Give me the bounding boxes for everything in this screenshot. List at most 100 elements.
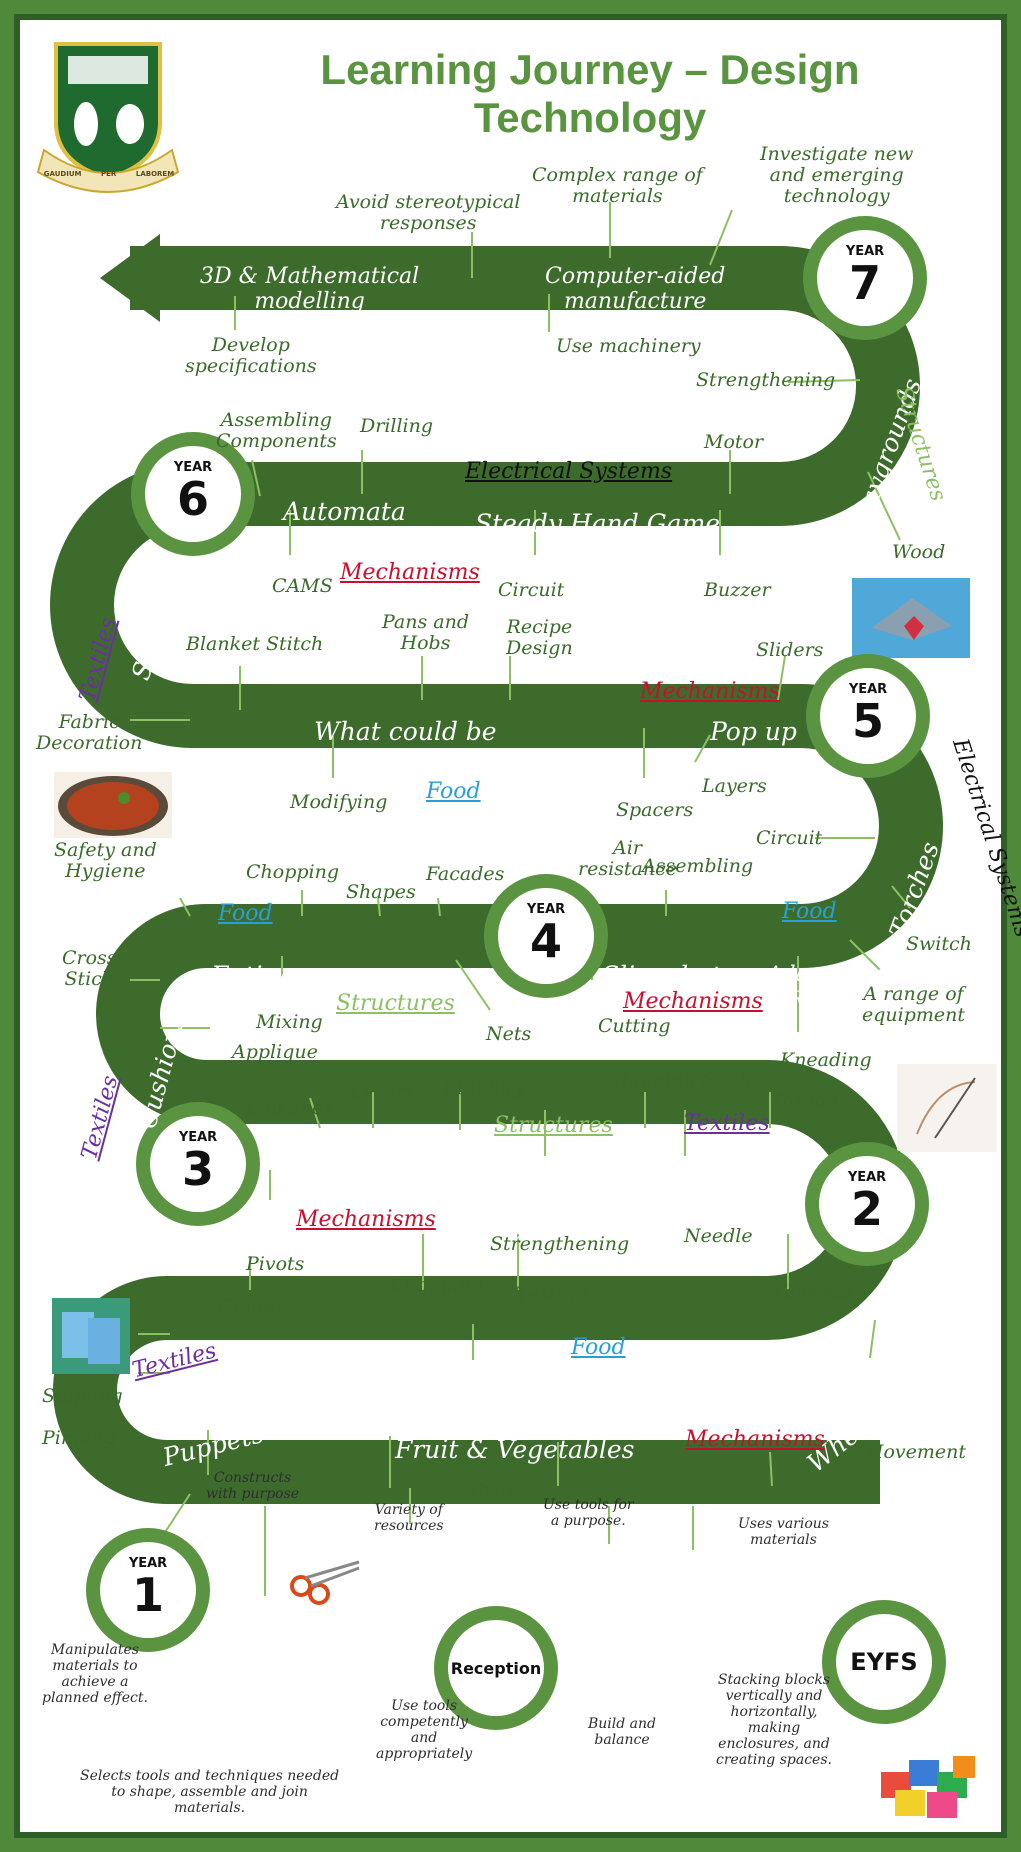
label-investigate-tech: Investigate new and emerging technology [760,143,914,207]
label-sliders: Sliders [756,639,824,661]
label-pinning: Pinning [42,1427,116,1449]
year-number: 7 [848,256,881,310]
label-recipe-design: Recipe Design [506,616,573,659]
category-mechanisms: Mechanisms [296,1207,436,1232]
label-vehicles: Vehicles [772,1281,852,1303]
category-food: Food [426,779,481,804]
leader-lines [130,202,911,1596]
label-strengthening: Strengthening [696,369,836,391]
road-path [50,246,943,1504]
label-various-materials: Uses various materials [738,1516,829,1548]
motto-word: LABOREM [135,170,175,178]
label-assembling-components: Assembling Components [216,409,337,452]
label-chopping: Chopping [246,861,340,883]
label-running-stich: Running Stich [614,1069,752,1091]
label-complex-materials: Complex range of materials [532,164,703,207]
year-label: YEAR [526,902,566,917]
year-number: 5 [851,694,884,748]
topic-adapting-recipe: Adapting a Recipe [767,962,883,1011]
year-number: 2 [850,1182,883,1236]
label-circuit: Circuit [756,827,823,849]
label-pivots: Pivots [246,1253,305,1275]
label-chopping: Chopping [390,1274,484,1296]
label-layers: Layers [702,775,767,797]
blocks-picture [881,1756,975,1818]
topic-eating-seasonally: Eating Seasonally [185,961,321,1017]
label-circuit: Circuit [498,579,565,601]
crest-motto: GAUDIUM PER LABOREM [34,170,184,178]
label-kneading: Kneading [780,1049,872,1071]
label-movement: Movement [864,1441,967,1463]
label-constructs-purpose: Constructs with purpose [206,1470,300,1502]
label-use-tools: Use tools competently and appropriately [376,1698,473,1762]
label-tools-purpose: Use tools for a purpose. [543,1497,634,1529]
year-number: 1 [131,1568,164,1622]
label-mixing: Mixing [256,1011,323,1033]
label-stapling: Stapling [42,1385,123,1407]
label-develop-specs: Develop specifications [185,334,317,377]
label-variety-resources: Variety of resources [374,1502,444,1534]
label-levers: Levers [350,1081,415,1103]
category-food: Food [782,899,837,924]
label-spacers: Spacers [616,799,694,821]
category-textiles: Textiles [684,1111,770,1136]
topic-construction-y1: Construction [178,1658,317,1682]
year-number: 6 [176,472,209,526]
topic-pouches: Pouches [672,1203,777,1232]
label-range-equipment: A range of equipment [862,983,966,1026]
label-buzzer: Buzzer [704,579,771,601]
year-label: YEAR [845,244,885,259]
category-mechanisms: Mechanisms [685,1427,825,1452]
label-cutting: Cutting [598,1015,671,1037]
label-manipulates: Manipulates materials to achieve a plann… [42,1642,148,1706]
label-needle: Needle [684,1225,753,1247]
category-food: Food [571,1335,626,1360]
label-motor: Motor [704,431,764,453]
label-selects-tools: Selects tools and techniques needed to s… [80,1768,340,1816]
label-assembling: Assembling [642,855,754,877]
label-stability: Stability [444,1077,525,1099]
category-structures: Structures [336,991,455,1016]
topic-simple-tools: Simple tools [300,1684,432,1708]
label-fabric-decoration: Fabric Decoration [36,711,143,754]
motto-word: GAUDIUM [43,170,82,178]
motto-word: PER [101,170,117,178]
category-structures: Structures [494,1113,613,1138]
reception-badge: Reception [448,1620,544,1716]
poster-frame: Learning Journey – Design Technology GAU… [14,14,1021,1838]
label-texture: Texture [516,1283,590,1305]
label-shapes: Shapes [346,881,416,903]
label-cams: CAMS [272,575,333,597]
topic-baby-bear: Baby Bear’s Chair [434,1189,587,1245]
label-stacking-blocks: Stacking blocks vertically and horizonta… [716,1672,832,1768]
topic-steady-hand: Steady Hand Game [475,509,721,538]
scissors-picture [290,1560,360,1605]
label-strengthening: Strengthening [490,1233,630,1255]
year-label: YEAR [128,1556,168,1571]
shark-picture [852,578,970,658]
category-mechanisms: Mechanisms [640,679,780,704]
label-facades: Facades [426,863,505,885]
label-drilling: Drilling [360,415,434,437]
category-mechanisms: Mechanisms [340,560,480,585]
label-air-resistance: Air resistance [578,837,677,880]
year-number: 4 [529,914,562,968]
bolognese-picture [54,772,172,838]
label-linkages: Linkages [246,1097,333,1119]
topic-computer-aided: Computer-aided manufacture [545,264,726,314]
topic-fruit-veg: Fruit & Vegetables [395,1435,635,1464]
label-wood: Wood [892,541,946,563]
year-label: YEAR [848,682,888,697]
label-safety-hygiene: Safety and Hygiene [54,839,157,882]
page-title: Learning Journey – Design Technology [320,46,860,141]
label-build-balance: Build and balance [588,1716,656,1748]
topic-slingshot: Slingshot Car [602,961,722,1017]
topic-mathematical-modelling: 3D & Mathematical modelling [200,264,420,314]
label-avoid-stereotypical: Avoid stereotypical responses [336,191,521,234]
